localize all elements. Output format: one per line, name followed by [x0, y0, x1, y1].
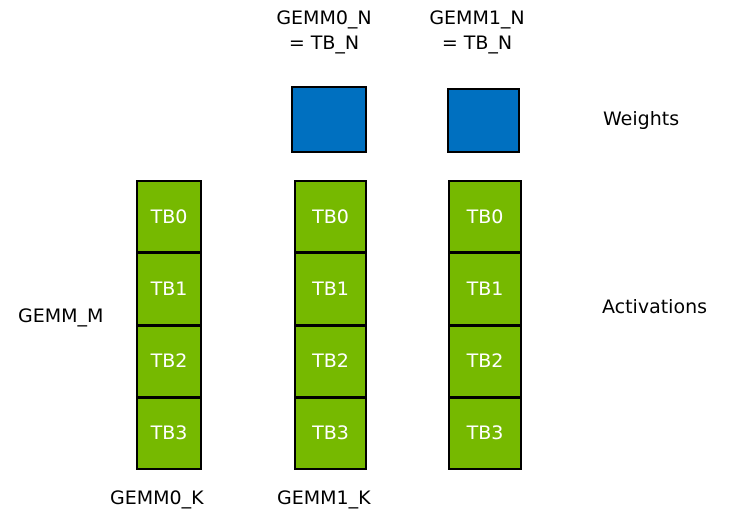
tb-cell-label: TB1: [150, 277, 188, 300]
tb-cell: TB3: [450, 395, 520, 468]
tb-cell-label: TB0: [312, 205, 349, 228]
tb-cell-label: TB3: [312, 422, 349, 445]
tb-cell-label: TB1: [312, 277, 349, 300]
tb-cell-label: TB3: [150, 422, 188, 445]
tb-cell-label: TB2: [466, 350, 504, 373]
tb-cell: TB0: [138, 182, 200, 252]
tb-cell: TB2: [450, 323, 520, 396]
gemm1-n-label-line2: = TB_N: [441, 32, 513, 54]
gemm-m-label: GEMM_M: [18, 305, 104, 327]
tb-cell-label: TB2: [312, 350, 349, 373]
tb-cell: TB3: [138, 395, 200, 468]
tb-cell-label: TB3: [466, 422, 504, 445]
gemm0-n-label-line1: GEMM0_N: [276, 7, 372, 29]
weights-label: Weights: [603, 108, 680, 130]
tb-cell: TB1: [296, 251, 365, 324]
tb-cell: TB0: [296, 182, 365, 252]
tb-cell: TB3: [296, 395, 365, 468]
weights-block-gemm1: [447, 88, 520, 153]
tb-cell: TB2: [296, 323, 365, 396]
tb-cell-label: TB0: [466, 205, 504, 228]
gemm0-n-label-line2: = TB_N: [288, 32, 360, 54]
gemm0-n-label: GEMM0_N = TB_N: [264, 6, 384, 56]
tb-cell-label: TB2: [150, 350, 188, 373]
weights-block-gemm0: [291, 86, 367, 153]
tb-cell: TB0: [450, 182, 520, 252]
activations-label: Activations: [602, 296, 708, 318]
tb-cell: TB1: [450, 251, 520, 324]
tb-cell-label: TB0: [150, 205, 188, 228]
activation-column-1: TB0 TB1 TB2 TB3: [136, 180, 202, 470]
gemm0-k-label: GEMM0_K: [110, 487, 204, 509]
tb-cell: TB1: [138, 251, 200, 324]
gemm1-k-label: GEMM1_K: [277, 487, 371, 509]
tb-cell-label: TB1: [466, 277, 504, 300]
activation-column-2: TB0 TB1 TB2 TB3: [294, 180, 367, 470]
tb-cell: TB2: [138, 323, 200, 396]
activation-column-3: TB0 TB1 TB2 TB3: [448, 180, 522, 470]
gemm1-n-label-line1: GEMM1_N: [429, 7, 525, 29]
gemm1-n-label: GEMM1_N = TB_N: [417, 6, 537, 56]
